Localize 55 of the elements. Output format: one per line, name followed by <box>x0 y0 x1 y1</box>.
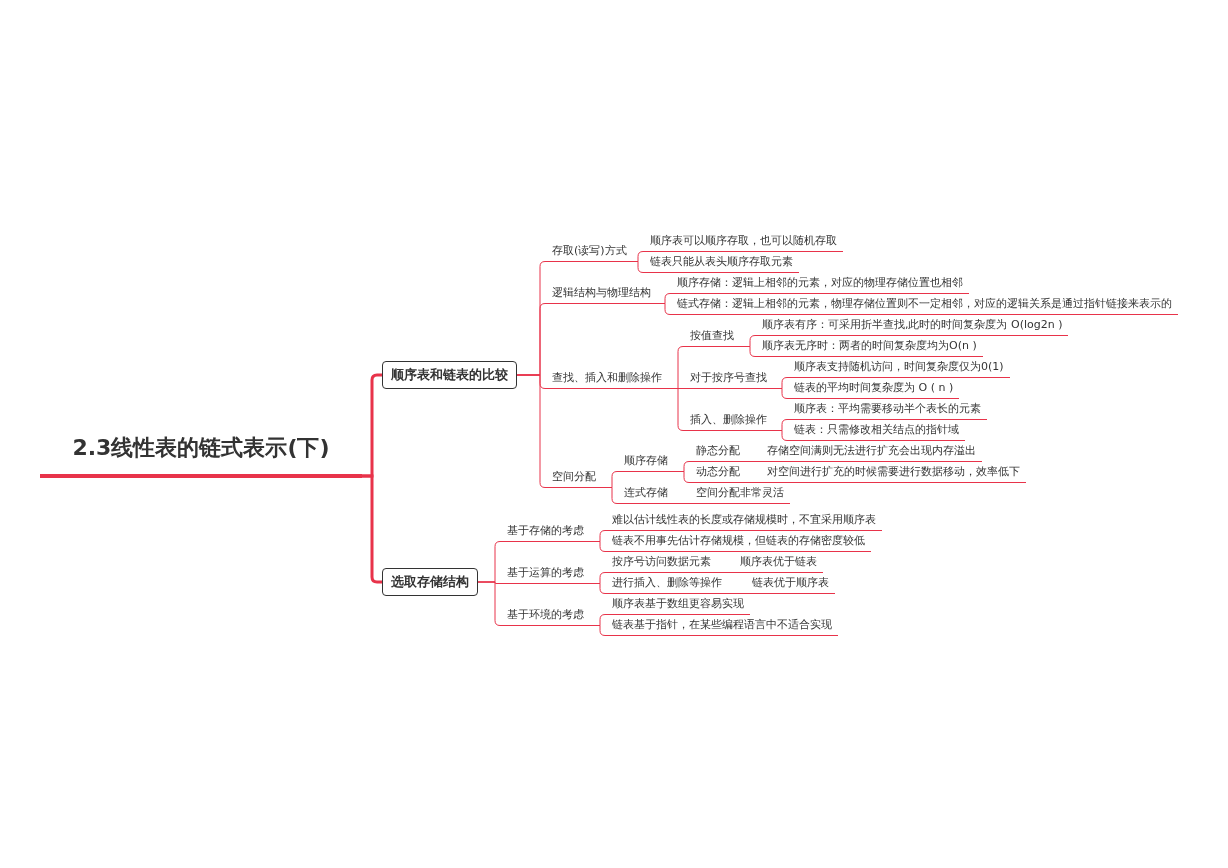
topic-label: 空间分配非常灵活 <box>694 486 790 504</box>
branch-line <box>601 487 623 504</box>
branch-line <box>589 541 611 552</box>
topic-label: 基于运算的考虑 <box>505 566 590 584</box>
branch-line <box>673 471 695 483</box>
topic-label: 空间分配 <box>550 470 602 488</box>
branch-line <box>727 593 751 594</box>
topic-label: 顺序表基于数组更容易实现 <box>610 597 750 615</box>
topic-label: 逻辑结构与物理结构 <box>550 286 657 304</box>
topic-label: 进行插入、删除等操作 <box>610 576 728 594</box>
central-topic: 2.3线性表的链式表示(下) <box>40 434 362 478</box>
branch-line <box>477 581 506 626</box>
topic-label: 难以估计线性表的长度或存储规模时，不宜采用顺序表 <box>610 513 882 531</box>
branch-line <box>589 583 611 594</box>
topic-label: 链表只能从表头顺序存取元素 <box>648 255 799 273</box>
topic-label: 顺序表：平均需要移动半个表长的元素 <box>792 402 987 420</box>
topic-label: 顺序表可以顺序存取，也可以随机存取 <box>648 234 843 252</box>
topic-label: 顺序表支持随机访问，时间复杂度仅为0(1) <box>792 360 1010 378</box>
topic-label: 查找、插入和删除操作 <box>550 371 668 389</box>
branch-line <box>745 461 766 462</box>
branch-line <box>516 374 551 488</box>
topic-label: 链表：只需修改相关结点的指针域 <box>792 423 965 441</box>
topic-label: 链表不用事先估计存储规模，但链表的存储密度较低 <box>610 534 871 552</box>
topic-label: 基于环境的考虑 <box>505 608 590 626</box>
topic-label: 顺序表无序时：两者的时间复杂度均为O(n ) <box>760 339 983 357</box>
topic-label: 链式存储：逻辑上相邻的元素，物理存储位置则不一定相邻，对应的逻辑关系是通过指针链接来表示的 <box>675 297 1178 315</box>
branch-line <box>745 482 766 483</box>
topic-label: 按序号访问数据元素 <box>610 555 717 573</box>
branch-line <box>673 503 695 504</box>
topic-label: 静态分配 <box>694 444 746 462</box>
topic-label: 对于按序号查找 <box>688 371 773 389</box>
topic-label: 链表的平均时间复杂度为 O ( n ) <box>792 381 960 399</box>
branch-line <box>362 474 382 584</box>
topic-label: 链表优于顺序表 <box>750 576 835 594</box>
topic-label: 顺序存储 <box>622 454 674 472</box>
topic-label: 基于存储的考虑 <box>505 524 590 542</box>
topic-label: 动态分配 <box>694 465 746 483</box>
branch-line <box>656 303 676 315</box>
branch-line <box>739 346 761 357</box>
branch-line <box>589 625 611 636</box>
topic-label: 存取(读写)方式 <box>550 244 633 262</box>
topic-label: 连式存储 <box>622 486 674 504</box>
branch-line <box>772 388 793 399</box>
topic-label: 插入、删除操作 <box>688 413 773 431</box>
branch-line <box>716 572 739 573</box>
topic-label: 顺序表优于链表 <box>738 555 823 573</box>
branch-line <box>772 430 793 441</box>
topic-box: 选取存储结构 <box>382 568 478 596</box>
topic-box: 顺序表和链表的比较 <box>382 361 517 389</box>
topic-label: 存储空间满则无法进行扩充会出现内存溢出 <box>765 444 982 462</box>
topic-label: 链表基于指针，在某些编程语言中不适合实现 <box>610 618 838 636</box>
topic-label: 顺序表有序：可采用折半查找,此时的时间复杂度为 O(log2n ) <box>760 318 1069 336</box>
topic-label: 按值查找 <box>688 329 740 347</box>
topic-label: 对空间进行扩充的时候需要进行数据移动，效率低下 <box>765 465 1026 483</box>
topic-label: 顺序存储：逻辑上相邻的元素，对应的物理存储位置也相邻 <box>675 276 969 294</box>
